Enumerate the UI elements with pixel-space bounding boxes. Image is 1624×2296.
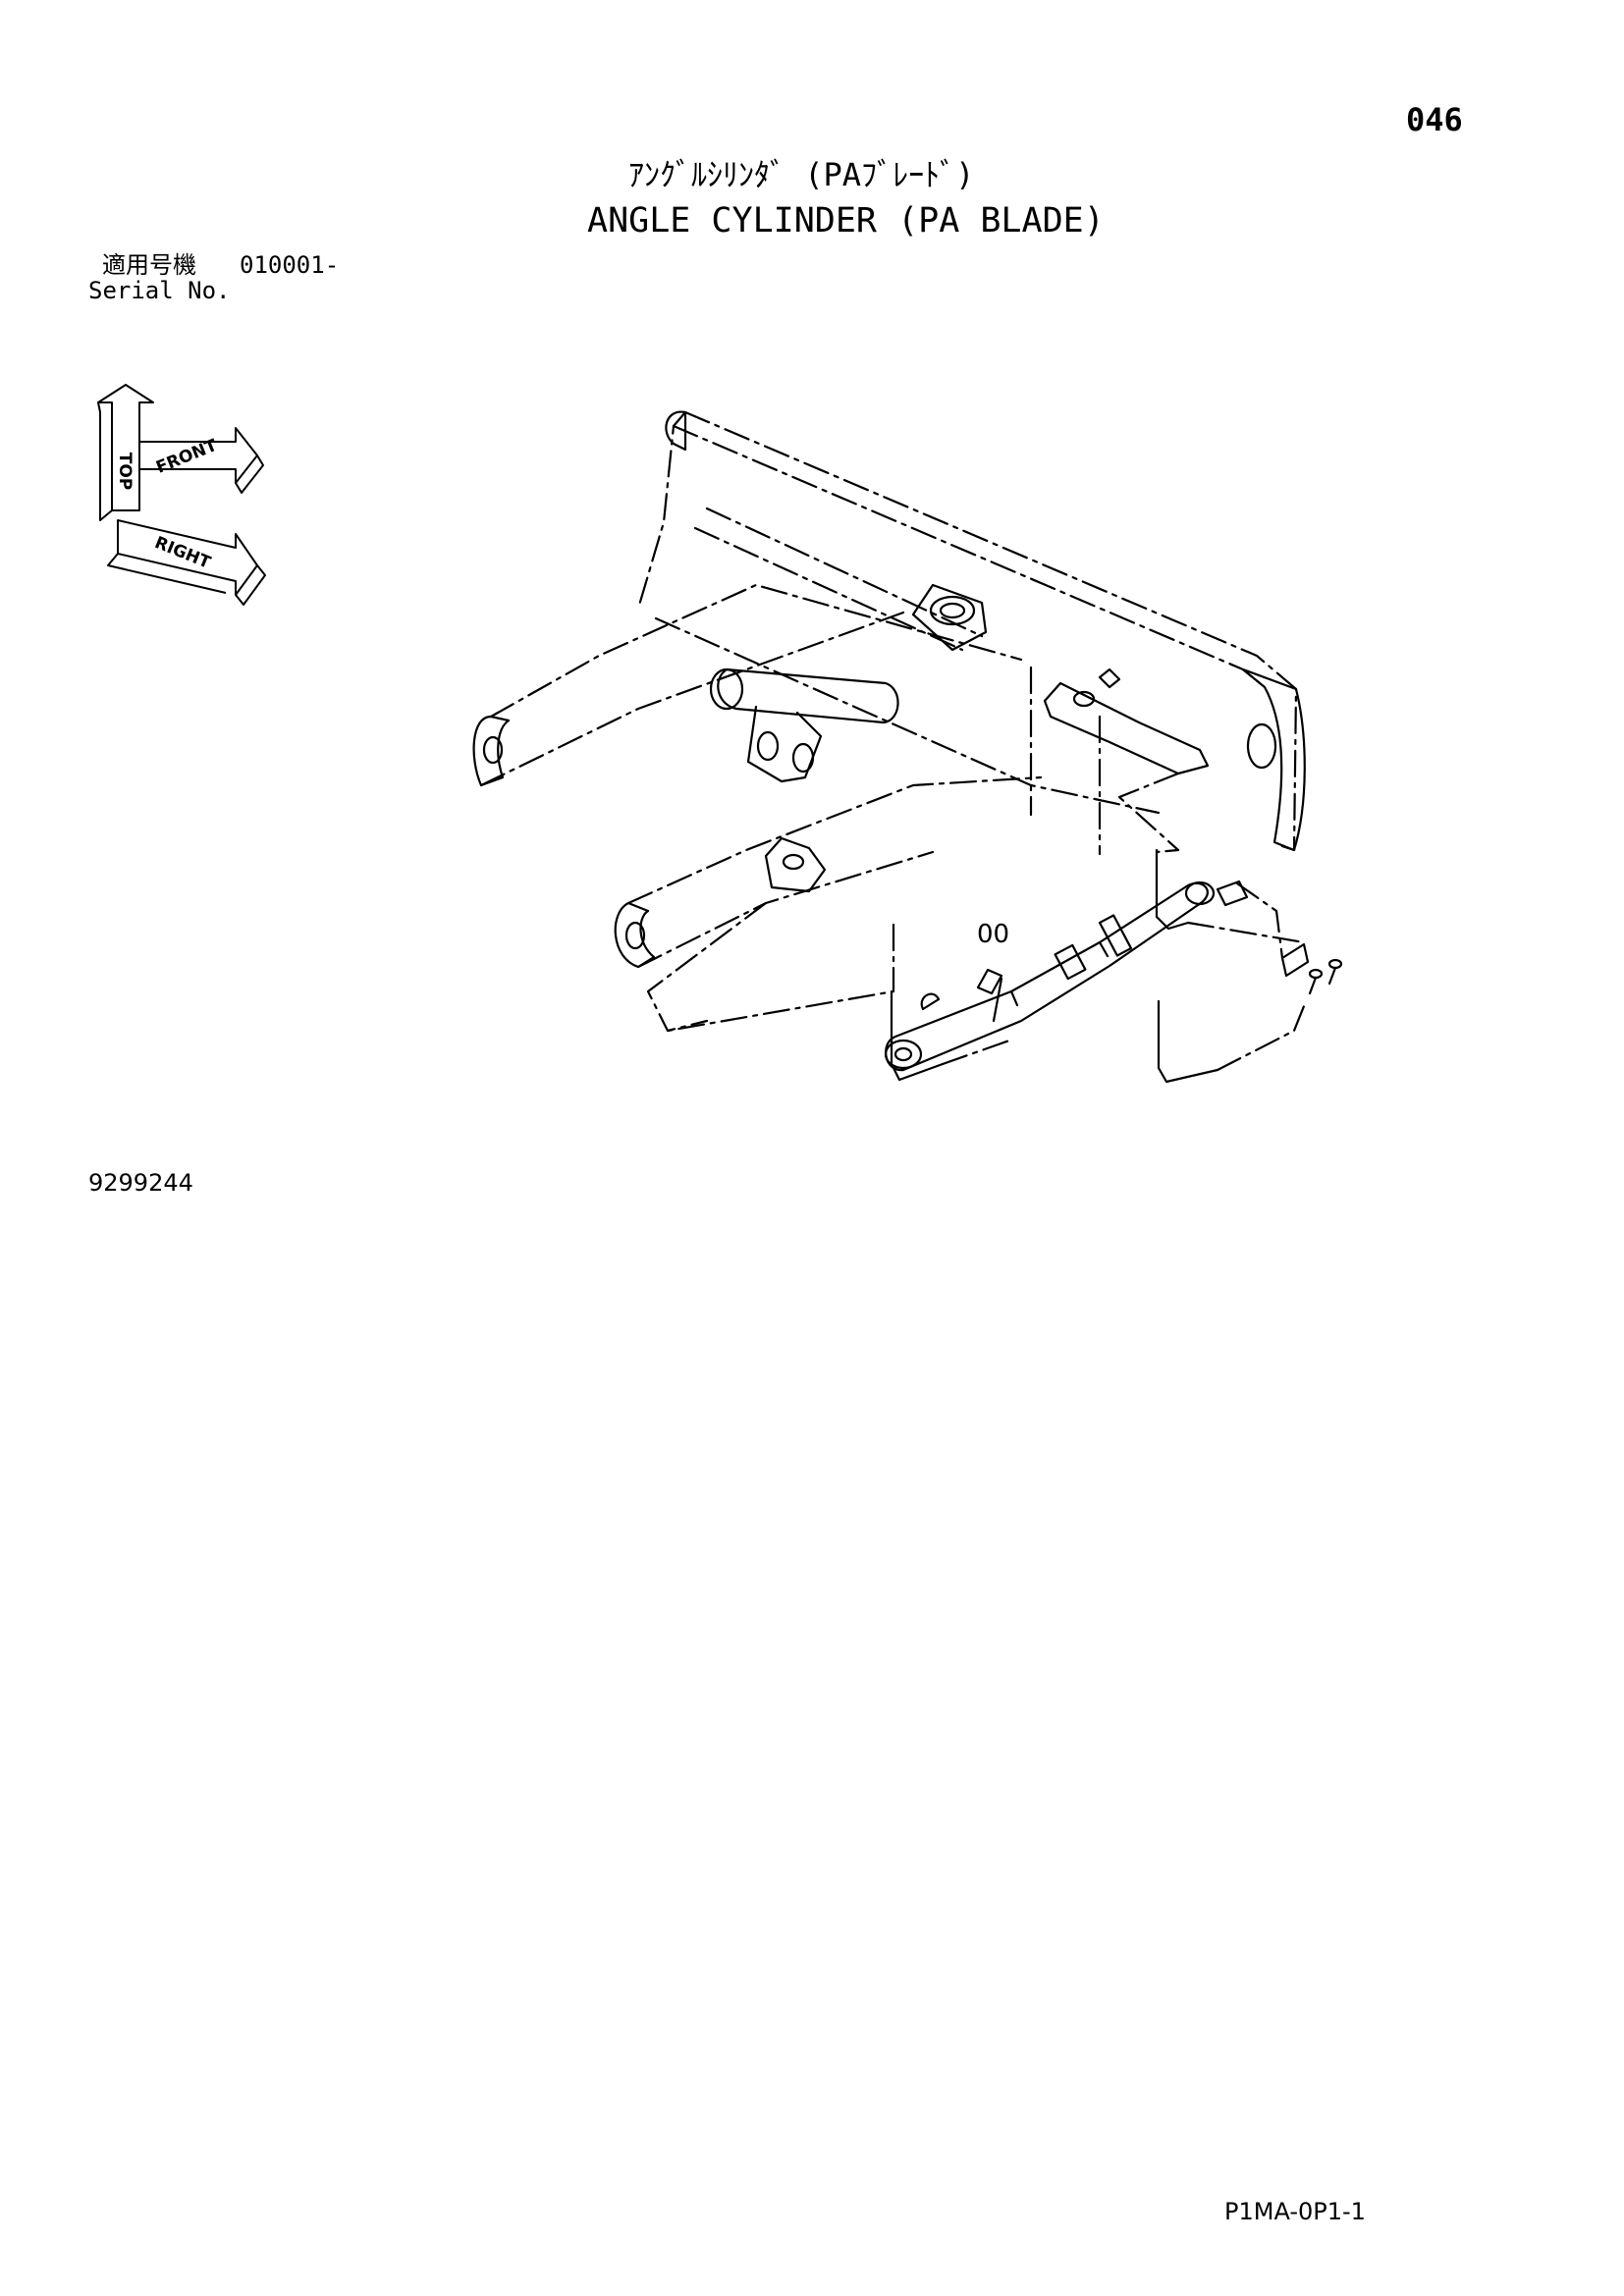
right-label: RIGHT [152, 533, 214, 573]
angle-cylinder [884, 881, 1216, 1072]
page-title: ANGLE CYLINDER (PA BLADE) [587, 201, 1105, 240]
arm-tip-lower [614, 901, 656, 969]
callout-leader-00 [992, 977, 1003, 1023]
guide-plate-lower-right [1157, 999, 1219, 1084]
arm-pin-left [482, 735, 504, 765]
guide-plate-lower-left [890, 989, 945, 1082]
callout-label-00: 00 [977, 920, 1009, 949]
title-japanese: ｱﾝｸﾞﾙｼﾘﾝﾀﾞ (PAﾌﾞﾚｰﾄﾞ) [628, 156, 975, 193]
serial-label: Serial No. [88, 277, 231, 304]
serial-code: 010001- [240, 251, 340, 279]
orientation-indicator: TOP FRONT RIGHT [97, 384, 266, 606]
cylinder-bracket-left [764, 836, 827, 893]
frame-arms [479, 583, 1102, 969]
cylinder-bracket-right [1043, 681, 1210, 775]
pin-assembly [1280, 942, 1343, 995]
exploded-parts-drawing: 00 [472, 410, 1343, 1084]
blade-end-plate-right [1241, 667, 1306, 852]
guide-plate-right [1155, 848, 1190, 931]
blade-end-plate-left [665, 410, 687, 452]
serial-label-japanese: 適用号機 [102, 251, 196, 279]
front-arrow-icon [138, 427, 258, 484]
top-arrow-icon [97, 384, 154, 511]
assembly-lines [646, 772, 1308, 1072]
cross-tube [717, 667, 899, 724]
blade-pin-hole [1246, 722, 1277, 770]
page-code: P1MA-0P1-1 [1224, 2198, 1366, 2225]
arm-tip-left [472, 715, 511, 787]
top-label: TOP [115, 453, 135, 491]
drawing-number: 9299244 [88, 1169, 193, 1197]
blade-outline [636, 410, 1298, 852]
arm-pin-lower [624, 921, 646, 950]
center-bracket [746, 705, 823, 783]
pivot-boss [911, 583, 988, 652]
right-arrow-icon [117, 519, 258, 596]
page-number: 046 [1406, 101, 1463, 138]
